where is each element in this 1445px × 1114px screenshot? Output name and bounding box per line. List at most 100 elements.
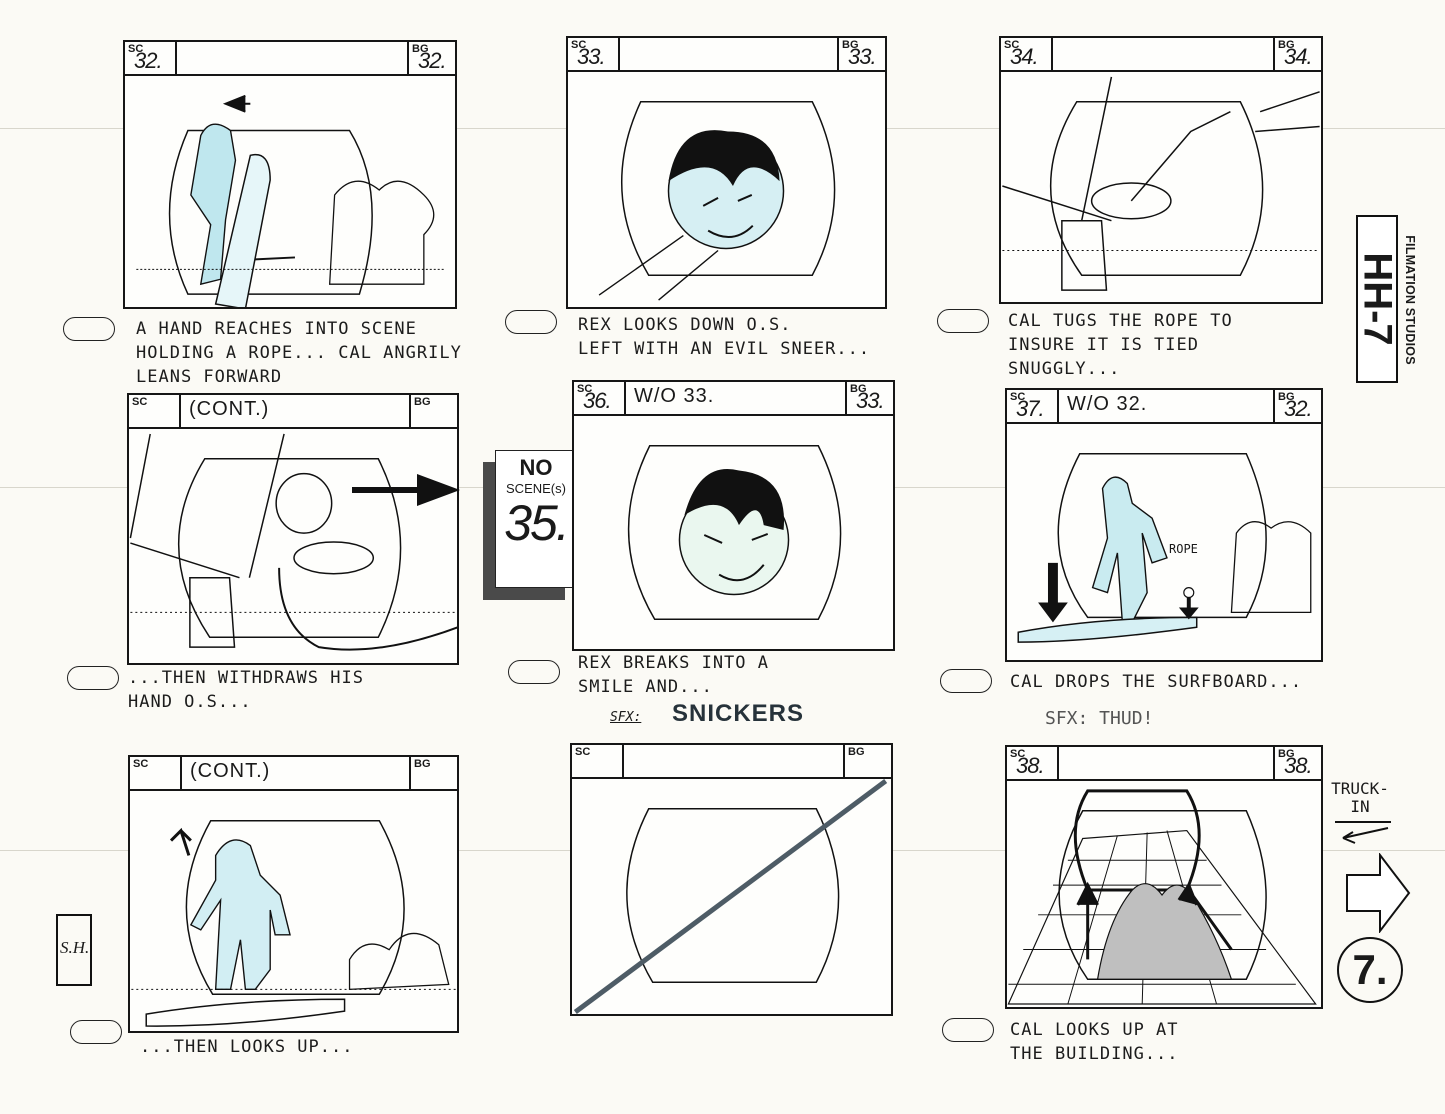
panel-caption: ...THEN WITHDRAWS HIS HAND O.S... [128,668,364,712]
bg-label: BG [414,396,431,408]
bg-label: BG [1278,391,1295,403]
panel-drawing [1007,781,1321,1007]
scene-number: 32. [134,48,163,73]
bg-label: BG [842,39,859,51]
sc-label: SC [1010,391,1026,403]
scene-number: 34. [1010,44,1039,69]
small-arrow-left-icon [1335,821,1391,844]
panel-drawing [568,72,885,307]
panel-caption: REX BREAKS INTO A SMILE AND... [578,653,769,697]
panel-drawing: ROPE [1007,424,1321,660]
surfboard-drop-drawing [1017,453,1312,643]
panel-caption: CAL TUGS THE ROPE TO INSURE IT IS TIED S… [1008,311,1233,379]
sc-label: SC [133,758,149,770]
scene-number: 33. [577,44,606,69]
sc-label: SC [571,39,587,51]
production-code: HH-7 [1355,252,1400,346]
sc-label: SC [1004,39,1020,51]
timing-pill [67,666,119,690]
background-number: 32. [1284,396,1313,421]
panel-drawing [1001,72,1321,302]
sc-label: SC [1010,748,1026,760]
crossed-out-frame [573,779,888,1014]
rope-tug-drawing [1002,76,1320,291]
background-number: 38. [1284,753,1313,778]
arrow-right-icon [352,474,460,506]
panel-note: (CONT.) [190,760,271,782]
panel-header: SC BG [572,745,891,779]
big-arrow-right-icon [1346,853,1411,933]
storyboard-panel-7: SC (CONT.) BG [128,755,459,1033]
rope-annotation: ROPE [1169,542,1198,556]
scene-number: 38. [1016,753,1045,778]
sfx-label: SFX: [610,710,642,725]
sound-effect: SFX: THUD! [1045,708,1154,729]
rope-tied-drawing [129,433,457,651]
panel-header: SC (CONT.) BG [129,395,457,429]
bg-label: BG [850,383,867,395]
no-scene-card: NO SCENE(s) 35. [495,450,577,588]
storyboard-panel-8-crossed-out: SC BG [570,743,893,1016]
background-number: 34. [1284,44,1313,69]
panel-note: W/O 33. [634,385,715,407]
sc-label: SC [132,396,148,408]
storyboard-panel-4: SC (CONT.) BG [127,393,459,665]
no-scene-subtitle: SCENE(s) [506,481,566,496]
building-perspective-drawing [1007,789,1317,1005]
scene-cell: SC [129,395,181,427]
timing-pill [942,1018,994,1042]
panel-note: W/O 32. [1067,393,1148,415]
no-scene-number: 35. [504,495,570,551]
sc-label: SC [575,746,591,758]
timing-pill [63,317,115,341]
panel-caption: CAL LOOKS UP AT THE BUILDING... [1010,1020,1179,1064]
background-cell: BG [409,757,457,789]
no-scene-title: NO [519,455,553,480]
rex-sneer-drawing [598,101,836,301]
surfer-holding-board-drawing [136,94,444,307]
panel-drawing [574,416,893,649]
production-code-box: HH-7 [1355,215,1400,383]
panel-note: (CONT.) [189,398,270,420]
bg-label: BG [848,746,865,758]
artist-initials-box: S.H. [56,914,92,986]
panel-drawing [129,429,457,663]
artist-initials: S.H. [60,938,90,957]
background-number: 32. [418,48,447,73]
bg-label: BG [1278,39,1295,51]
scene-cell: SC [130,757,182,789]
camera-move-note: TRUCK- IN [1331,779,1389,816]
panel-drawing [130,791,457,1031]
background-number: 33. [856,388,885,413]
bg-label: BG [414,758,431,770]
timing-pill [505,310,557,334]
scene-cell: SC [572,745,624,777]
panel-drawing [572,779,891,1014]
panel-header: SC (CONT.) BG [130,757,457,791]
timing-pill [937,309,989,333]
timing-pill [70,1020,122,1044]
background-cell: BG [843,745,891,777]
panel-caption: A HAND REACHES INTO SCENE HOLDING A ROPE… [136,319,462,387]
scene-number: 37. [1016,396,1045,421]
bg-label: BG [1278,748,1295,760]
sc-label: SC [128,43,144,55]
